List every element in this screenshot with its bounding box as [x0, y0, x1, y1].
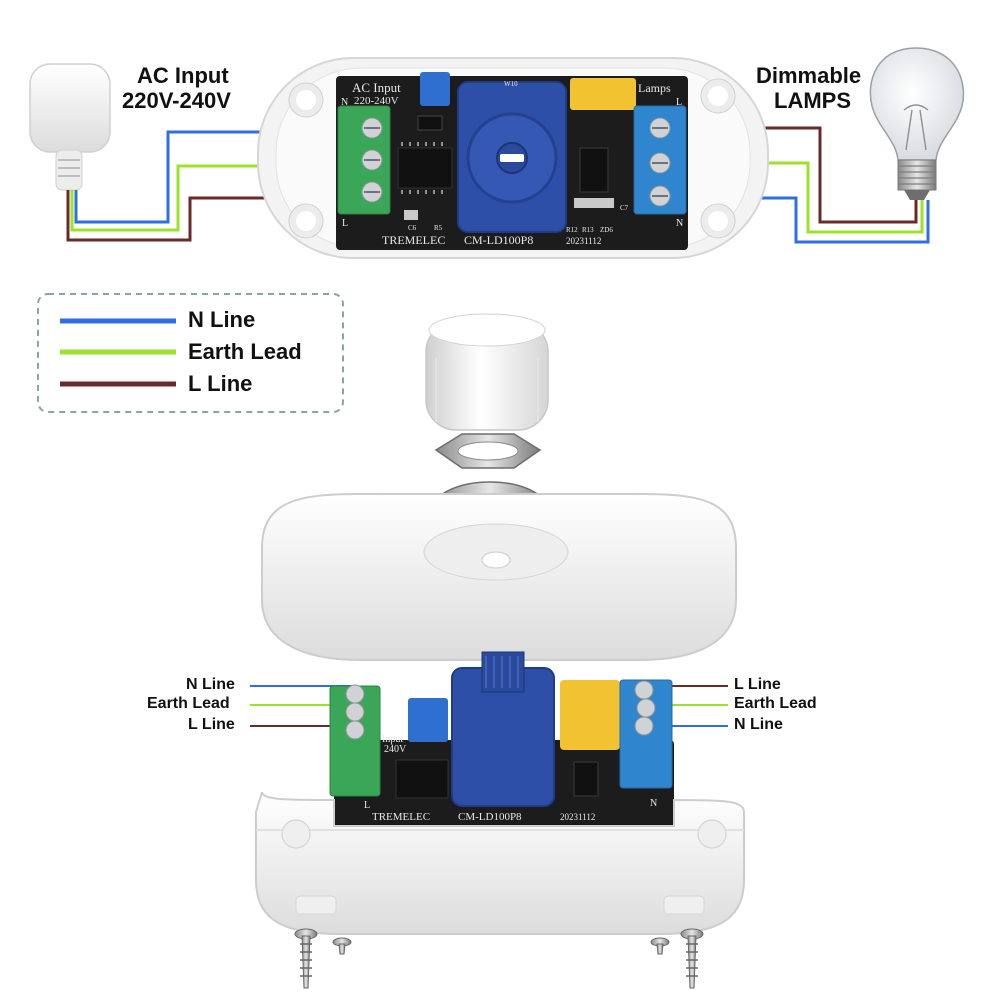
knob — [425, 313, 549, 431]
silk-n-left: N — [341, 97, 348, 108]
bottom-silk-voltage: 240V — [384, 744, 407, 755]
bottom-right-label-earth: Earth Lead — [734, 695, 817, 712]
bottom-right-label-l: L Line — [734, 676, 781, 693]
bottom-silk-input: Input — [382, 734, 403, 745]
screw-3 — [650, 937, 670, 955]
hex-nut — [434, 433, 542, 469]
silk-r5: R5 — [434, 224, 443, 232]
silk-lamps: Lamps — [638, 81, 671, 95]
ac-voltage-label: 220V-240V — [122, 88, 231, 113]
legend-label-l: L Line — [188, 371, 253, 396]
silk-w10: W10 — [504, 80, 518, 88]
bottom-silk-date: 20231112 — [560, 812, 595, 822]
screws — [294, 928, 704, 989]
bottom-pcb: Input 240V L N TREMELEC CM-LD100P8 20231… — [329, 651, 674, 826]
bottom-left-label-l: L Line — [188, 716, 235, 733]
silk-n-right: N — [676, 218, 683, 229]
legend-label-earth: Earth Lead — [188, 339, 302, 364]
silk-model: CM-LD100P8 — [464, 233, 533, 247]
silk-c6: C6 — [408, 224, 417, 232]
bottom-silk-l: L — [364, 800, 370, 811]
cover-shell — [261, 493, 737, 661]
bottom-silk-brand: TREMELEC — [372, 811, 430, 823]
silk-voltage: 220-240V — [354, 95, 399, 107]
bottom-left-label-earth: Earth Lead — [147, 695, 230, 712]
bottom-right-label-n: N Line — [734, 716, 783, 733]
light-bulb — [869, 47, 965, 200]
silk-l-left: L — [342, 218, 348, 229]
legend — [37, 293, 344, 413]
silk-c7: C7 — [620, 204, 629, 212]
silk-zd6: ZD6 — [600, 226, 613, 234]
base-shell — [255, 791, 745, 935]
lamps-label: LAMPS — [774, 88, 851, 113]
bottom-silk-model: CM-LD100P8 — [458, 811, 522, 823]
screw-2 — [332, 937, 352, 955]
bottom-silk-n: N — [650, 798, 657, 809]
silk-l-right: L — [676, 97, 682, 108]
top-pcb: AC Input 220-240V Lamps W10 N L L N C6 R… — [336, 72, 688, 250]
ac-input-label: AC Input — [137, 63, 229, 88]
silk-brand: TREMELEC — [382, 233, 445, 247]
silk-ac-input: AC Input — [352, 80, 401, 95]
silk-r13: R13 — [582, 226, 594, 234]
bottom-left-label-n: N Line — [186, 676, 235, 693]
wires-left — [66, 130, 360, 242]
screw-4 — [680, 928, 704, 989]
plug — [29, 63, 111, 191]
legend-label-n: N Line — [188, 307, 256, 332]
silk-date: 20231112 — [566, 236, 601, 246]
dimmable-label: Dimmable — [756, 63, 862, 88]
screw-1 — [294, 928, 318, 989]
silk-r12: R12 — [566, 226, 578, 234]
